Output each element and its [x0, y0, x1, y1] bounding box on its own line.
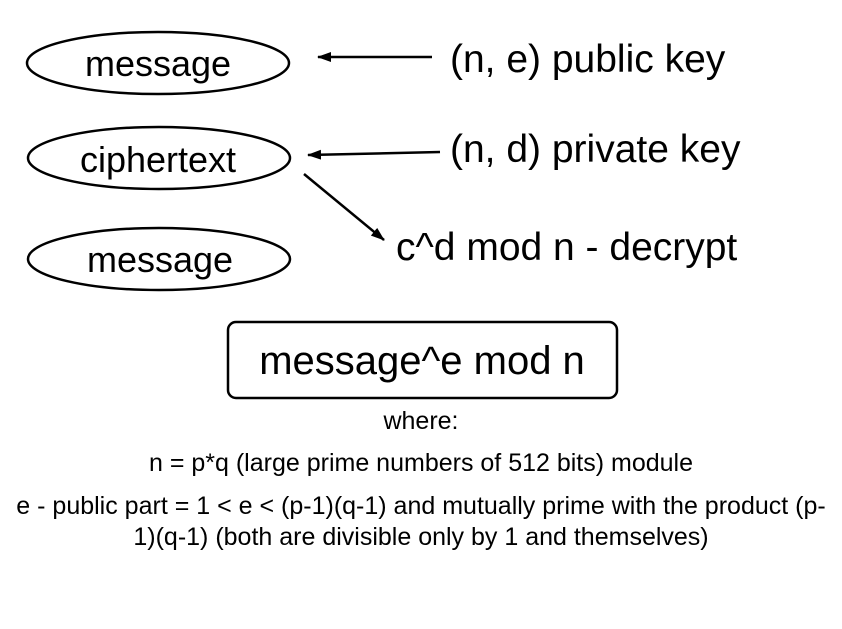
- message-top-ellipse: [25, 30, 291, 96]
- formula-box: message^e mod n: [226, 320, 619, 400]
- decrypt-arrow: [303, 173, 385, 241]
- ciphertext-node: ciphertext: [26, 125, 292, 191]
- formula-box-border: [226, 320, 619, 400]
- formula-text: message^e mod n: [259, 339, 585, 383]
- private-key-label: (n, d) private key: [450, 128, 741, 171]
- where-label: where:: [383, 407, 459, 435]
- private-key-arrow: [307, 149, 441, 160]
- decrypt-label: c^d mod n - decrypt: [396, 226, 737, 269]
- e-definition: e - public part = 1 < e < (p-1)(q-1) and…: [16, 492, 826, 551]
- ciphertext-label: ciphertext: [80, 139, 236, 180]
- ciphertext-ellipse: [26, 125, 292, 191]
- message-bottom-label: message: [87, 239, 233, 280]
- n-definition: n = p*q (large prime numbers of 512 bits…: [148, 449, 694, 477]
- message-bottom-ellipse: [26, 226, 292, 292]
- message-bottom-node: message: [26, 226, 292, 292]
- public-key-label: (n, e) public key: [450, 38, 726, 81]
- message-top-node: message: [25, 30, 291, 96]
- message-top-label: message: [85, 43, 231, 84]
